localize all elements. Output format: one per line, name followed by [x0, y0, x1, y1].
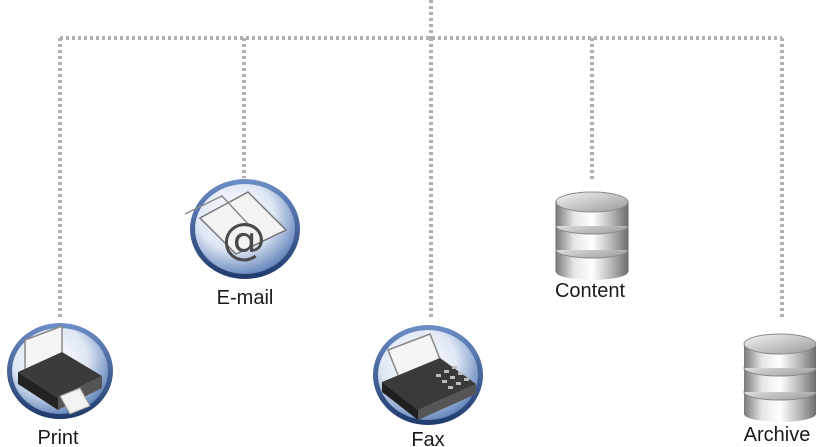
database-icon [555, 191, 629, 280]
node-label-print: Print [37, 427, 79, 447]
node-email[interactable]: @ E-mail [184, 179, 300, 309]
node-print[interactable]: Print [7, 323, 113, 447]
svg-text:@: @ [222, 214, 266, 265]
printer-icon [7, 323, 113, 419]
node-label-archive: Archive [744, 424, 811, 446]
connector-lines [58, 0, 784, 320]
node-content[interactable]: Content [555, 191, 629, 302]
fax-icon [373, 325, 483, 425]
node-label-email: E-mail [217, 287, 274, 309]
email-icon: @ [184, 179, 300, 279]
database-icon [743, 333, 816, 422]
node-fax[interactable]: Fax [373, 325, 483, 447]
node-label-fax: Fax [411, 429, 444, 447]
node-archive[interactable]: Archive [743, 333, 816, 446]
node-label-content: Content [555, 280, 625, 302]
